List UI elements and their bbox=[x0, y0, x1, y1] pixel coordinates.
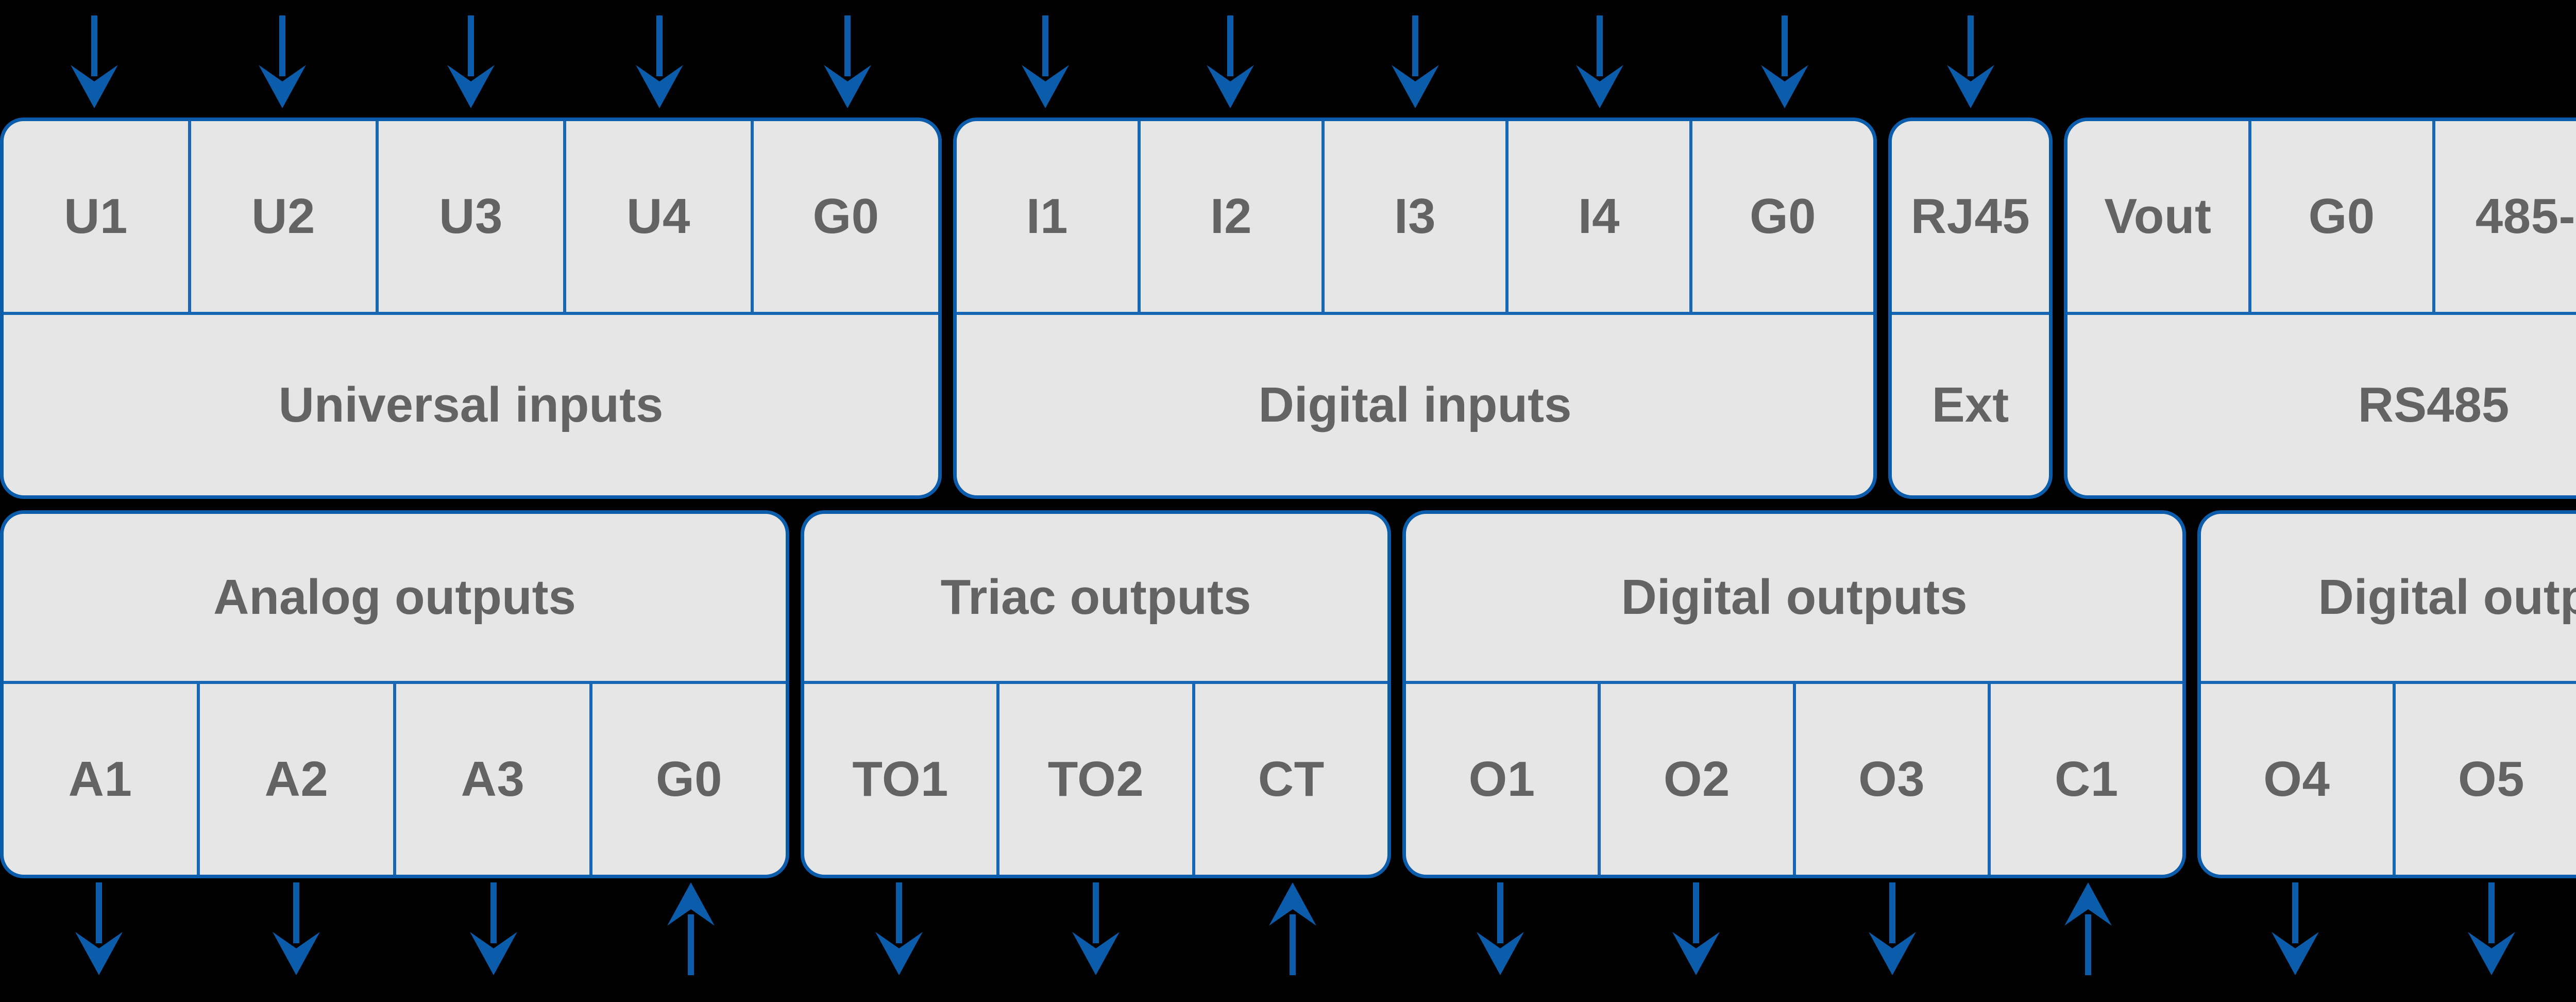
terminal-vout[interactable]: Vout bbox=[2067, 121, 2251, 312]
terminal-rj45[interactable]: RJ45 bbox=[1910, 189, 2030, 244]
terminal-u1[interactable]: U1 bbox=[4, 121, 191, 312]
terminal-ct[interactable]: CT bbox=[1258, 751, 1325, 807]
group-label-digital-inputs: Digital inputs bbox=[957, 312, 1873, 495]
arrow-down-i2 bbox=[1199, 15, 1261, 108]
arrow-down-o1 bbox=[1469, 882, 1531, 975]
terminal-g0[interactable]: G0 bbox=[2251, 121, 2435, 312]
arrow-down-u3 bbox=[440, 15, 502, 108]
terminal-o1[interactable]: O1 bbox=[1406, 684, 1601, 875]
group-label-universal-inputs: Universal inputs bbox=[4, 312, 938, 495]
bottom-arrow-band bbox=[0, 882, 2576, 975]
arrow-down-a3 bbox=[463, 882, 524, 975]
arrow-down-g0 bbox=[817, 15, 878, 108]
terminal-to2[interactable]: TO2 bbox=[999, 684, 1195, 875]
arrow-down-u1 bbox=[63, 15, 125, 108]
arrow-down-g0 bbox=[1754, 15, 1816, 108]
terminal-u2[interactable]: U2 bbox=[191, 121, 379, 312]
arrow-down-u4 bbox=[629, 15, 690, 108]
group-label-analog-outputs: Analog outputs bbox=[4, 514, 786, 684]
arrow-down-rj45 bbox=[1940, 15, 2002, 108]
arrow-up-g0 bbox=[660, 882, 722, 975]
group-digital-outputs-3: O4O5C2Digital outputs bbox=[2197, 510, 2576, 878]
terminal-485minus[interactable]: 485- bbox=[2435, 121, 2576, 312]
arrow-down-o3 bbox=[1861, 882, 1923, 975]
terminal-i2[interactable]: I2 bbox=[1141, 121, 1325, 312]
terminal-u3[interactable]: U3 bbox=[379, 121, 566, 312]
terminal-u4[interactable]: U4 bbox=[566, 121, 754, 312]
terminal-g0[interactable]: G0 bbox=[812, 189, 879, 244]
arrow-down-to2 bbox=[1065, 882, 1127, 975]
terminal-i1[interactable]: I1 bbox=[957, 121, 1141, 312]
group-label-rs485: RS485 bbox=[2067, 312, 2576, 495]
terminal-o4[interactable]: O4 bbox=[2201, 684, 2396, 875]
terminal-strip: O4O5C2 bbox=[2201, 684, 2576, 875]
arrow-up-c1 bbox=[2057, 882, 2119, 975]
terminal-i4[interactable]: I4 bbox=[1509, 121, 1692, 312]
terminal-g0[interactable]: G0 bbox=[655, 751, 723, 807]
terminal-g0[interactable]: G0 bbox=[1749, 189, 1817, 244]
terminal-c1[interactable]: C1 bbox=[2055, 751, 2119, 807]
terminal-i3[interactable]: I3 bbox=[1325, 121, 1509, 312]
arrow-down-u2 bbox=[251, 15, 313, 108]
terminal-to1[interactable]: TO1 bbox=[804, 684, 1000, 875]
arrow-down-i1 bbox=[1014, 15, 1076, 108]
arrow-down-o5 bbox=[2461, 882, 2522, 975]
terminal-a3[interactable]: A3 bbox=[396, 684, 592, 875]
arrow-down-i4 bbox=[1569, 15, 1631, 108]
terminal-a2[interactable]: A2 bbox=[200, 684, 396, 875]
arrow-down-to1 bbox=[868, 882, 930, 975]
group-label-digital-outputs: Digital outputs bbox=[2201, 514, 2576, 684]
arrow-down-a1 bbox=[68, 882, 130, 975]
group-label-digital-outputs: Digital outputs bbox=[1406, 514, 2182, 684]
arrow-down-o2 bbox=[1665, 882, 1727, 975]
terminal-a1[interactable]: A1 bbox=[4, 684, 200, 875]
arrow-down-o4 bbox=[2264, 882, 2326, 975]
terminal-o5[interactable]: O5 bbox=[2396, 684, 2576, 875]
arrow-down-i3 bbox=[1384, 15, 1446, 108]
terminal-o3[interactable]: O3 bbox=[1796, 684, 1991, 875]
top-arrow-band bbox=[0, 15, 2576, 108]
group-label-ext: Ext bbox=[1892, 312, 2049, 495]
arrow-up-ct bbox=[1262, 882, 1324, 975]
group-label-triac-outputs: Triac outputs bbox=[804, 514, 1387, 684]
terminal-o2[interactable]: O2 bbox=[1601, 684, 1796, 875]
terminal-strip: RJ45 bbox=[1892, 121, 2049, 312]
arrow-down-a2 bbox=[265, 882, 327, 975]
